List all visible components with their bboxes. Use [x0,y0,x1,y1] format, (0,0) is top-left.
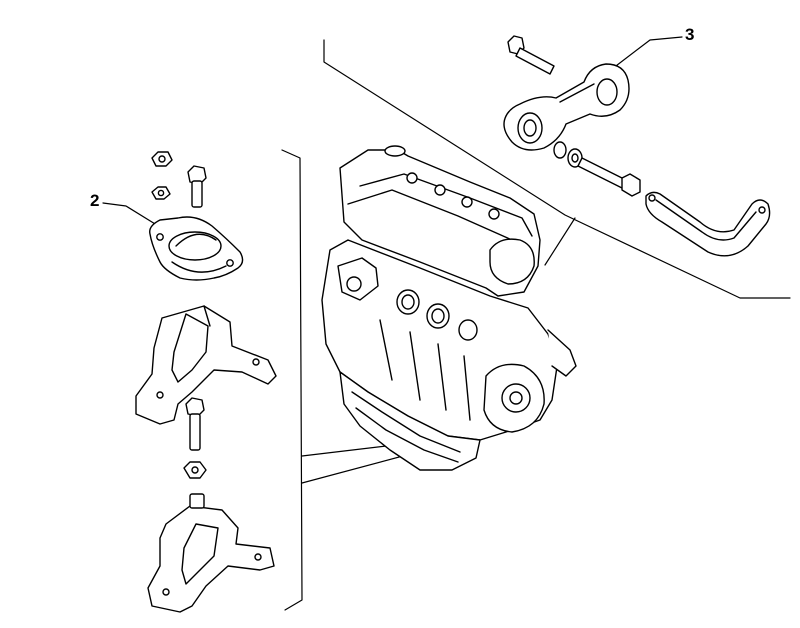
torque-reaction-rod [503,63,630,151]
torque-rod-washer [553,141,583,168]
mount-nut-lower [151,186,171,200]
front-engine-mount [149,216,244,281]
torque-rod-bolt [507,35,555,75]
leader-lines [102,36,683,228]
engine-block [321,145,577,471]
bracket-bolt [185,397,205,451]
mount-bracket-upper [135,305,277,425]
support-bracket [147,493,275,613]
callout-label-2: 2 [90,191,100,210]
mount-nut-upper [151,151,173,167]
bracket-nut [183,461,207,479]
bracket-long-bolt [577,157,641,197]
mount-stud-bolt [187,165,207,208]
support-rod-bracket [645,191,771,257]
callout-label-3: 3 [685,25,695,44]
